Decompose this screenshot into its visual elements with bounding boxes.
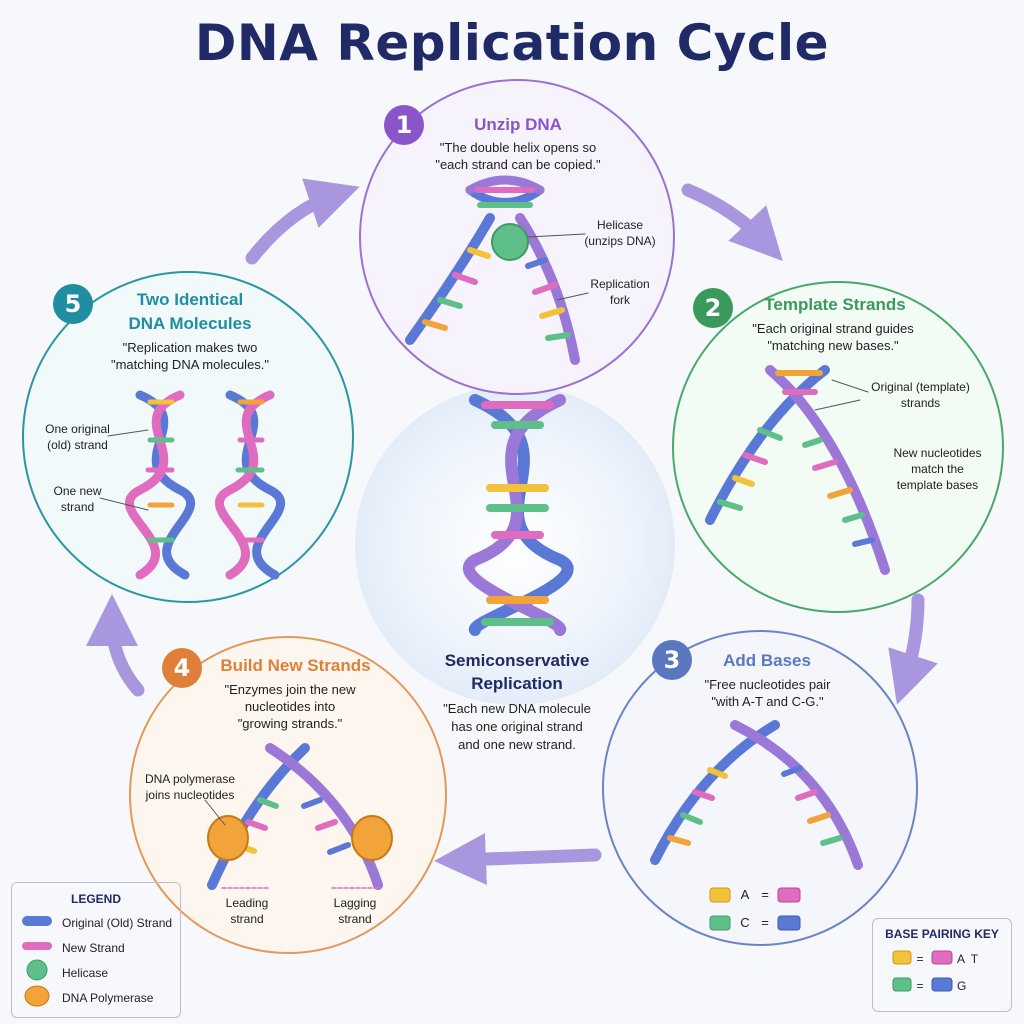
- arrow-1-to-2: [681, 183, 783, 261]
- step4-dna: [204, 743, 393, 890]
- step3-dna: [650, 720, 863, 931]
- step4-circle: [129, 636, 447, 954]
- step5-label-old: (old) strand: [47, 438, 108, 452]
- step4-label-lagging-strand: strand: [338, 912, 372, 926]
- center-desc-line1: "Each new DNA molecule: [443, 701, 591, 716]
- center-heading-line2: Replication: [471, 674, 563, 693]
- key-row2-text: G: [957, 979, 967, 993]
- step2-line2: "matching new bases.": [767, 338, 899, 353]
- step2-badge: 2: [693, 288, 733, 328]
- legend-swatches: [22, 916, 52, 1007]
- step1-badge: 1: [384, 105, 424, 145]
- arrow-2-to-3: [888, 593, 938, 705]
- step3-line1: "Free nucleotides pair: [704, 677, 831, 692]
- step1-title: Unzip DNA: [474, 115, 562, 134]
- key-title: BASE PAIRING KEY: [885, 927, 999, 941]
- step4-line3: "growing strands.": [237, 716, 343, 731]
- center-dna: [463, 394, 574, 636]
- step3-title: Add Bases: [723, 651, 811, 670]
- step5-dna: [99, 390, 286, 580]
- step3-pair-c: C: [740, 915, 750, 930]
- step4-label-joins: joins nucleotides: [145, 788, 235, 802]
- arrow-4-to-5: [86, 594, 145, 697]
- step4-label-leading: Leading: [225, 896, 269, 910]
- step4-title: Build New Strands: [220, 656, 371, 675]
- step3-circle: [602, 630, 918, 946]
- step5-title-line1: Two Identical: [136, 290, 244, 309]
- legend-item-polymerase: DNA Polymerase: [62, 991, 154, 1005]
- step4-line1: "Enzymes join the new: [224, 682, 356, 697]
- step5-label-new: One new: [53, 484, 102, 498]
- step4-badge: 4: [162, 648, 202, 688]
- center-heading-line1: Semiconservative: [444, 651, 590, 670]
- step5-line1: "Replication makes two: [122, 340, 258, 355]
- page-title: DNA Replication Cycle: [194, 14, 830, 72]
- step5-title-line2: DNA Molecules: [128, 314, 252, 333]
- step1-line1: "The double helix opens so: [439, 140, 597, 155]
- key-eq-2: =: [916, 979, 924, 993]
- step2-label-match: match the: [911, 462, 964, 476]
- legend-item-new: New Strand: [62, 941, 125, 955]
- step3-badge: 3: [652, 640, 692, 680]
- key-chips: [892, 950, 953, 992]
- step5-badge: 5: [53, 284, 93, 324]
- step5-label-strand: strand: [60, 500, 95, 514]
- step1-label-helicase: Helicase: [596, 218, 644, 232]
- center-desc-line3: and one new strand.: [458, 737, 576, 752]
- base-pairing-key: BASE PAIRING KEY = A T = G: [872, 918, 1012, 1012]
- step2-line1: "Each original strand guides: [752, 321, 914, 336]
- center-glow: [355, 385, 675, 705]
- arrow-5-to-1: [245, 178, 360, 265]
- step1-label-replication: Replication: [590, 277, 650, 291]
- key-row1-text: A T: [957, 952, 979, 966]
- arrow-3-to-4: [434, 833, 602, 886]
- step2-label-strands: strands: [900, 396, 941, 410]
- step4-label-polymerase: DNA polymerase: [144, 772, 236, 786]
- center-desc-line2: has one original strand: [451, 719, 583, 734]
- step4-line2: nucleotides into: [244, 699, 336, 714]
- legend-item-helicase: Helicase: [62, 966, 109, 980]
- step1-line2: "each strand can be copied.": [435, 157, 601, 172]
- step2-title: Template Strands: [764, 295, 906, 314]
- step5-line2: "matching DNA molecules.": [110, 357, 270, 372]
- cycle-arrows: [86, 178, 938, 886]
- step2-label-original: Original (template): [871, 380, 970, 394]
- step4-label-leading-strand: strand: [230, 912, 264, 926]
- step1-label-fork: fork: [609, 293, 630, 307]
- step2-dna: [705, 365, 890, 575]
- step1-dna: [405, 175, 589, 365]
- step3-eq-a: =: [761, 887, 769, 902]
- step3-eq-c: =: [761, 915, 769, 930]
- step5-label-original: One original: [45, 422, 110, 436]
- legend-item-old: Original (Old) Strand: [62, 916, 173, 930]
- legend-title: LEGEND: [70, 892, 121, 906]
- step2-circle: [672, 281, 1004, 613]
- step2-label-new: New nucleotides: [893, 446, 982, 460]
- step3-pair-a: A: [740, 887, 750, 902]
- step4-label-lagging: Lagging: [333, 896, 377, 910]
- step3-line2: "with A-T and C-G.": [711, 694, 824, 709]
- step1-label-unzips: (unzips DNA): [584, 234, 656, 248]
- step2-label-template: template bases: [896, 478, 979, 492]
- legend-box: LEGEND Original (Old) Strand New Strand …: [11, 882, 181, 1018]
- key-eq-1: =: [916, 952, 924, 966]
